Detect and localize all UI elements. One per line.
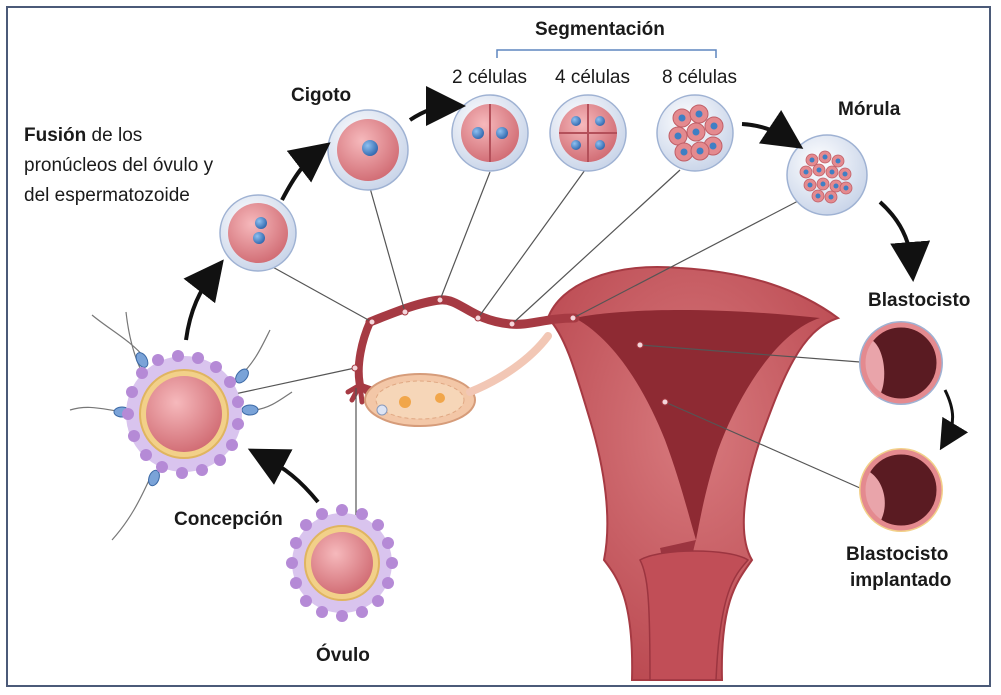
label-ovulo: Óvulo [316, 644, 370, 668]
fallopian-tube [348, 300, 575, 426]
arrow-conception-to-fusion [186, 272, 214, 340]
fusion-cell [220, 195, 296, 271]
arrow-blastocyst-to-implanted [945, 390, 953, 440]
blastocyst-cell [859, 321, 943, 405]
arrow-ovum-to-conception [262, 456, 318, 502]
two-cell-stage [452, 95, 528, 171]
label-concepcion: Concepción [174, 508, 283, 532]
implanted-blastocyst-cell [859, 448, 943, 532]
four-cell-stage [550, 95, 626, 171]
label-fusion-line3: del espermatozoide [24, 184, 190, 208]
label-blastocisto-implantado-1: Blastocisto [846, 543, 948, 567]
ovum [286, 504, 398, 622]
label-morula: Mórula [838, 98, 900, 122]
label-eight-cells: 8 células [662, 66, 737, 90]
label-segmentacion: Segmentación [535, 18, 665, 42]
label-fusion-rest: de los [86, 125, 142, 146]
label-two-cells: 2 células [452, 66, 527, 90]
arrow-segmentation-to-morula [742, 124, 790, 140]
label-fusion-line2: pronúcleos del óvulo y [24, 154, 213, 178]
fertilizing-ovum [70, 312, 292, 540]
label-fusion-bold: Fusión [24, 125, 86, 146]
label-blastocisto: Blastocisto [868, 289, 970, 313]
eight-cell-stage [657, 95, 733, 171]
arrow-fusion-to-zygote [282, 152, 318, 200]
label-blastocisto-implantado-2: implantado [850, 569, 951, 593]
label-fusion-line1: Fusión de los [24, 124, 142, 148]
uterus [548, 267, 838, 680]
morula-cell [787, 135, 867, 215]
label-cigoto: Cigoto [291, 84, 351, 108]
label-four-cells: 4 células [555, 66, 630, 90]
arrow-morula-to-blastocyst [880, 202, 912, 266]
segmentation-bracket [497, 50, 716, 58]
zygote-cell [328, 110, 408, 190]
arrow-zygote-to-segmentation [410, 106, 450, 120]
